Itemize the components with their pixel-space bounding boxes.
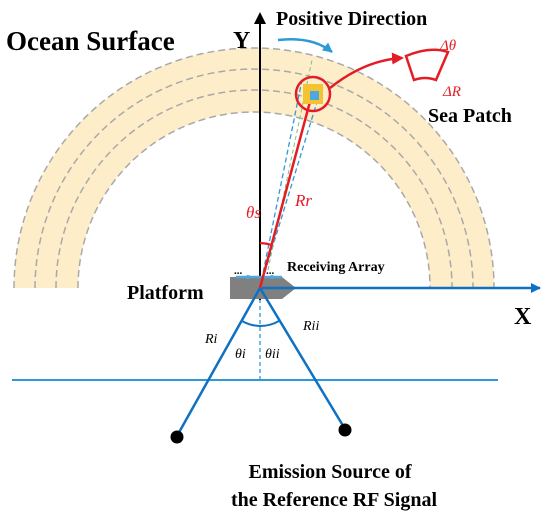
ring-mid1-dash [34,68,474,289]
theta-ii-label: θii [265,347,280,362]
emission-line-right [258,287,347,430]
emission-source-right [338,423,352,437]
emission-source-line1: Emission Source of [249,461,412,483]
r-r-label: Rr [294,191,312,210]
receiving-array-label: Receiving Array [287,260,385,275]
theta-ii-arc [259,320,280,328]
array-dots-right: ... [266,265,275,277]
ring-inner-dash [77,111,431,289]
ocean-ring-band [14,48,494,288]
theta-s-label: θs [246,203,261,222]
emission-line-left [175,287,262,437]
theta-s-arc [259,241,273,247]
zoom-arrow [329,52,404,89]
ring-outer-dash [13,47,495,289]
delta-theta-label: Δθ [439,38,457,54]
range-line [258,97,313,289]
theta-i-label: θi [235,347,246,362]
beam-dash-left [259,79,303,289]
theta-i-arc [241,320,261,327]
r-ii-label: Rii [302,319,319,334]
sea-patch-label: Sea Patch [428,105,512,127]
emission-source-left [170,430,184,444]
emission-source-line2: the Reference RF Signal [231,489,438,511]
platform-label: Platform [127,282,204,304]
ocean-surface-label: Ocean Surface [6,26,175,56]
y-axis-label: Y [233,28,250,54]
positive-direction-label: Positive Direction [276,8,427,30]
enlarged-sector [404,48,450,82]
sea-patch-circle [294,75,332,113]
x-axis-label: X [514,304,532,330]
array-element-left [246,275,250,279]
r-i-label: Ri [204,332,218,347]
delta-r-label: ΔR [442,84,461,100]
array-element-right [270,275,274,279]
positive-direction-arrow [277,38,333,53]
sea-patch-inner [310,91,319,100]
array-dots-left: ... [234,265,243,277]
ring-mid2-dash [55,89,453,289]
